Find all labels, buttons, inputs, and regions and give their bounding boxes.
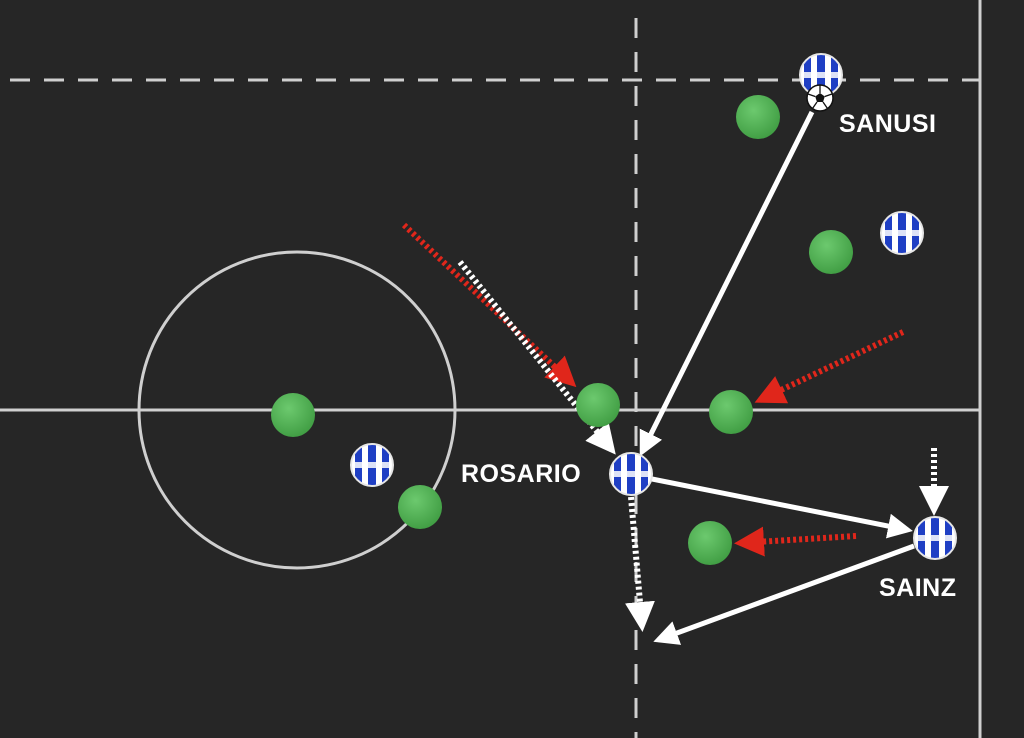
run-arrows xyxy=(457,260,949,632)
football-icon xyxy=(806,84,834,112)
opponent-marker xyxy=(736,95,780,139)
pass-arrow xyxy=(653,543,915,645)
striped-shirt-icon xyxy=(351,444,393,486)
opponent-marker xyxy=(688,521,732,565)
player-name-sanusi: SANUSI xyxy=(839,110,936,138)
pass-arrow xyxy=(639,110,815,457)
pitch-markings xyxy=(0,0,982,738)
striped-shirt-icon xyxy=(610,453,652,495)
press-arrows xyxy=(401,222,905,557)
centre-circle xyxy=(137,250,457,570)
run-arrow xyxy=(457,260,616,455)
press-arrow xyxy=(734,526,857,557)
opponent-marker xyxy=(809,230,853,274)
player-sainz xyxy=(913,516,957,560)
press-arrow xyxy=(401,222,577,388)
pass-arrows xyxy=(639,110,915,645)
opponent-marker xyxy=(398,485,442,529)
opponent-marker xyxy=(271,393,315,437)
team-players xyxy=(350,53,957,560)
press-arrow xyxy=(754,329,905,404)
player-name-rosario: ROSARIO xyxy=(461,460,581,488)
player-name-sainz: SAINZ xyxy=(879,574,957,602)
striped-shirt-icon xyxy=(914,517,956,559)
opponents xyxy=(271,95,853,565)
player xyxy=(350,443,394,487)
striped-shirt-icon xyxy=(881,212,923,254)
opponent-marker xyxy=(709,390,753,434)
player xyxy=(880,211,924,255)
pass-arrow xyxy=(651,476,913,539)
opponent-marker xyxy=(576,383,620,427)
player-rosario xyxy=(609,452,653,496)
